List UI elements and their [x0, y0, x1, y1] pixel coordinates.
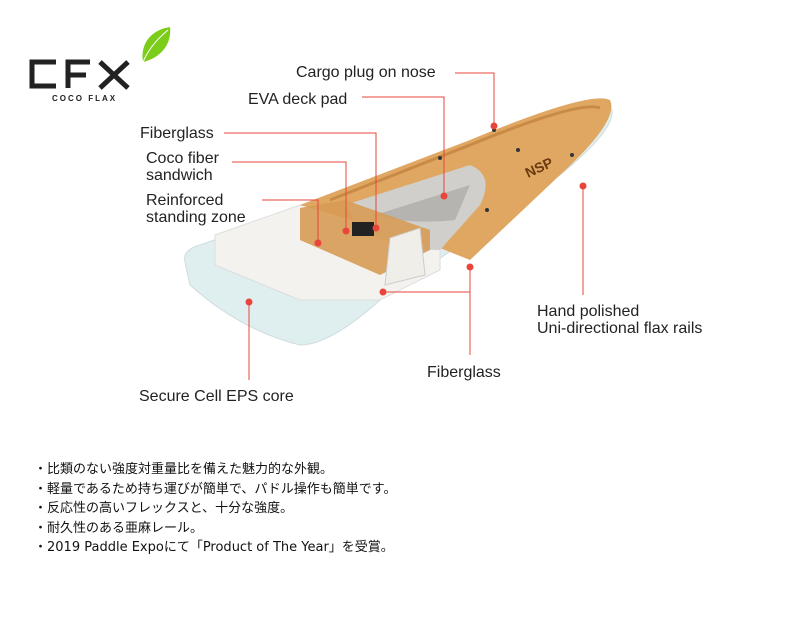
feature-item: 軽量であるため持ち運びが簡単で、パドル操作も簡単です。 [38, 480, 396, 500]
label-line: Hand polished [537, 303, 640, 320]
label-fiberglass-bottom: Fiberglass [427, 364, 501, 381]
label-line: Coco fiber [146, 150, 219, 167]
logo-subtitle: COCO FLAX [52, 94, 118, 103]
feature-item: 比類のない強度対重量比を備えた魅力的な外観。 [38, 460, 396, 480]
leader-dots [245, 122, 587, 306]
cfx-logo [29, 27, 171, 90]
fin-box [352, 222, 374, 236]
label-line: sandwich [146, 167, 213, 184]
leaf-icon [142, 27, 171, 62]
label-eps-core: Secure Cell EPS core [139, 388, 294, 405]
label-line: Uni-directional flax rails [537, 320, 703, 337]
label-cargo-plug: Cargo plug on nose [296, 64, 436, 81]
label-eva-pad: EVA deck pad [248, 91, 348, 108]
feature-item: 耐久性のある亜麻レール。 [38, 519, 396, 539]
label-line: Reinforced [146, 192, 224, 209]
feature-list: 比類のない強度対重量比を備えた魅力的な外観。 軽量であるため持ち運びが簡単で、パ… [38, 460, 396, 558]
leader-lines [224, 72, 584, 380]
feature-item: 2019 Paddle Expoにて「Product of The Year」を… [38, 538, 396, 558]
label-line: standing zone [146, 209, 246, 226]
feature-item: 反応性の高いフレックスと、十分な強度。 [38, 499, 396, 519]
label-fiberglass-top: Fiberglass [140, 125, 214, 142]
